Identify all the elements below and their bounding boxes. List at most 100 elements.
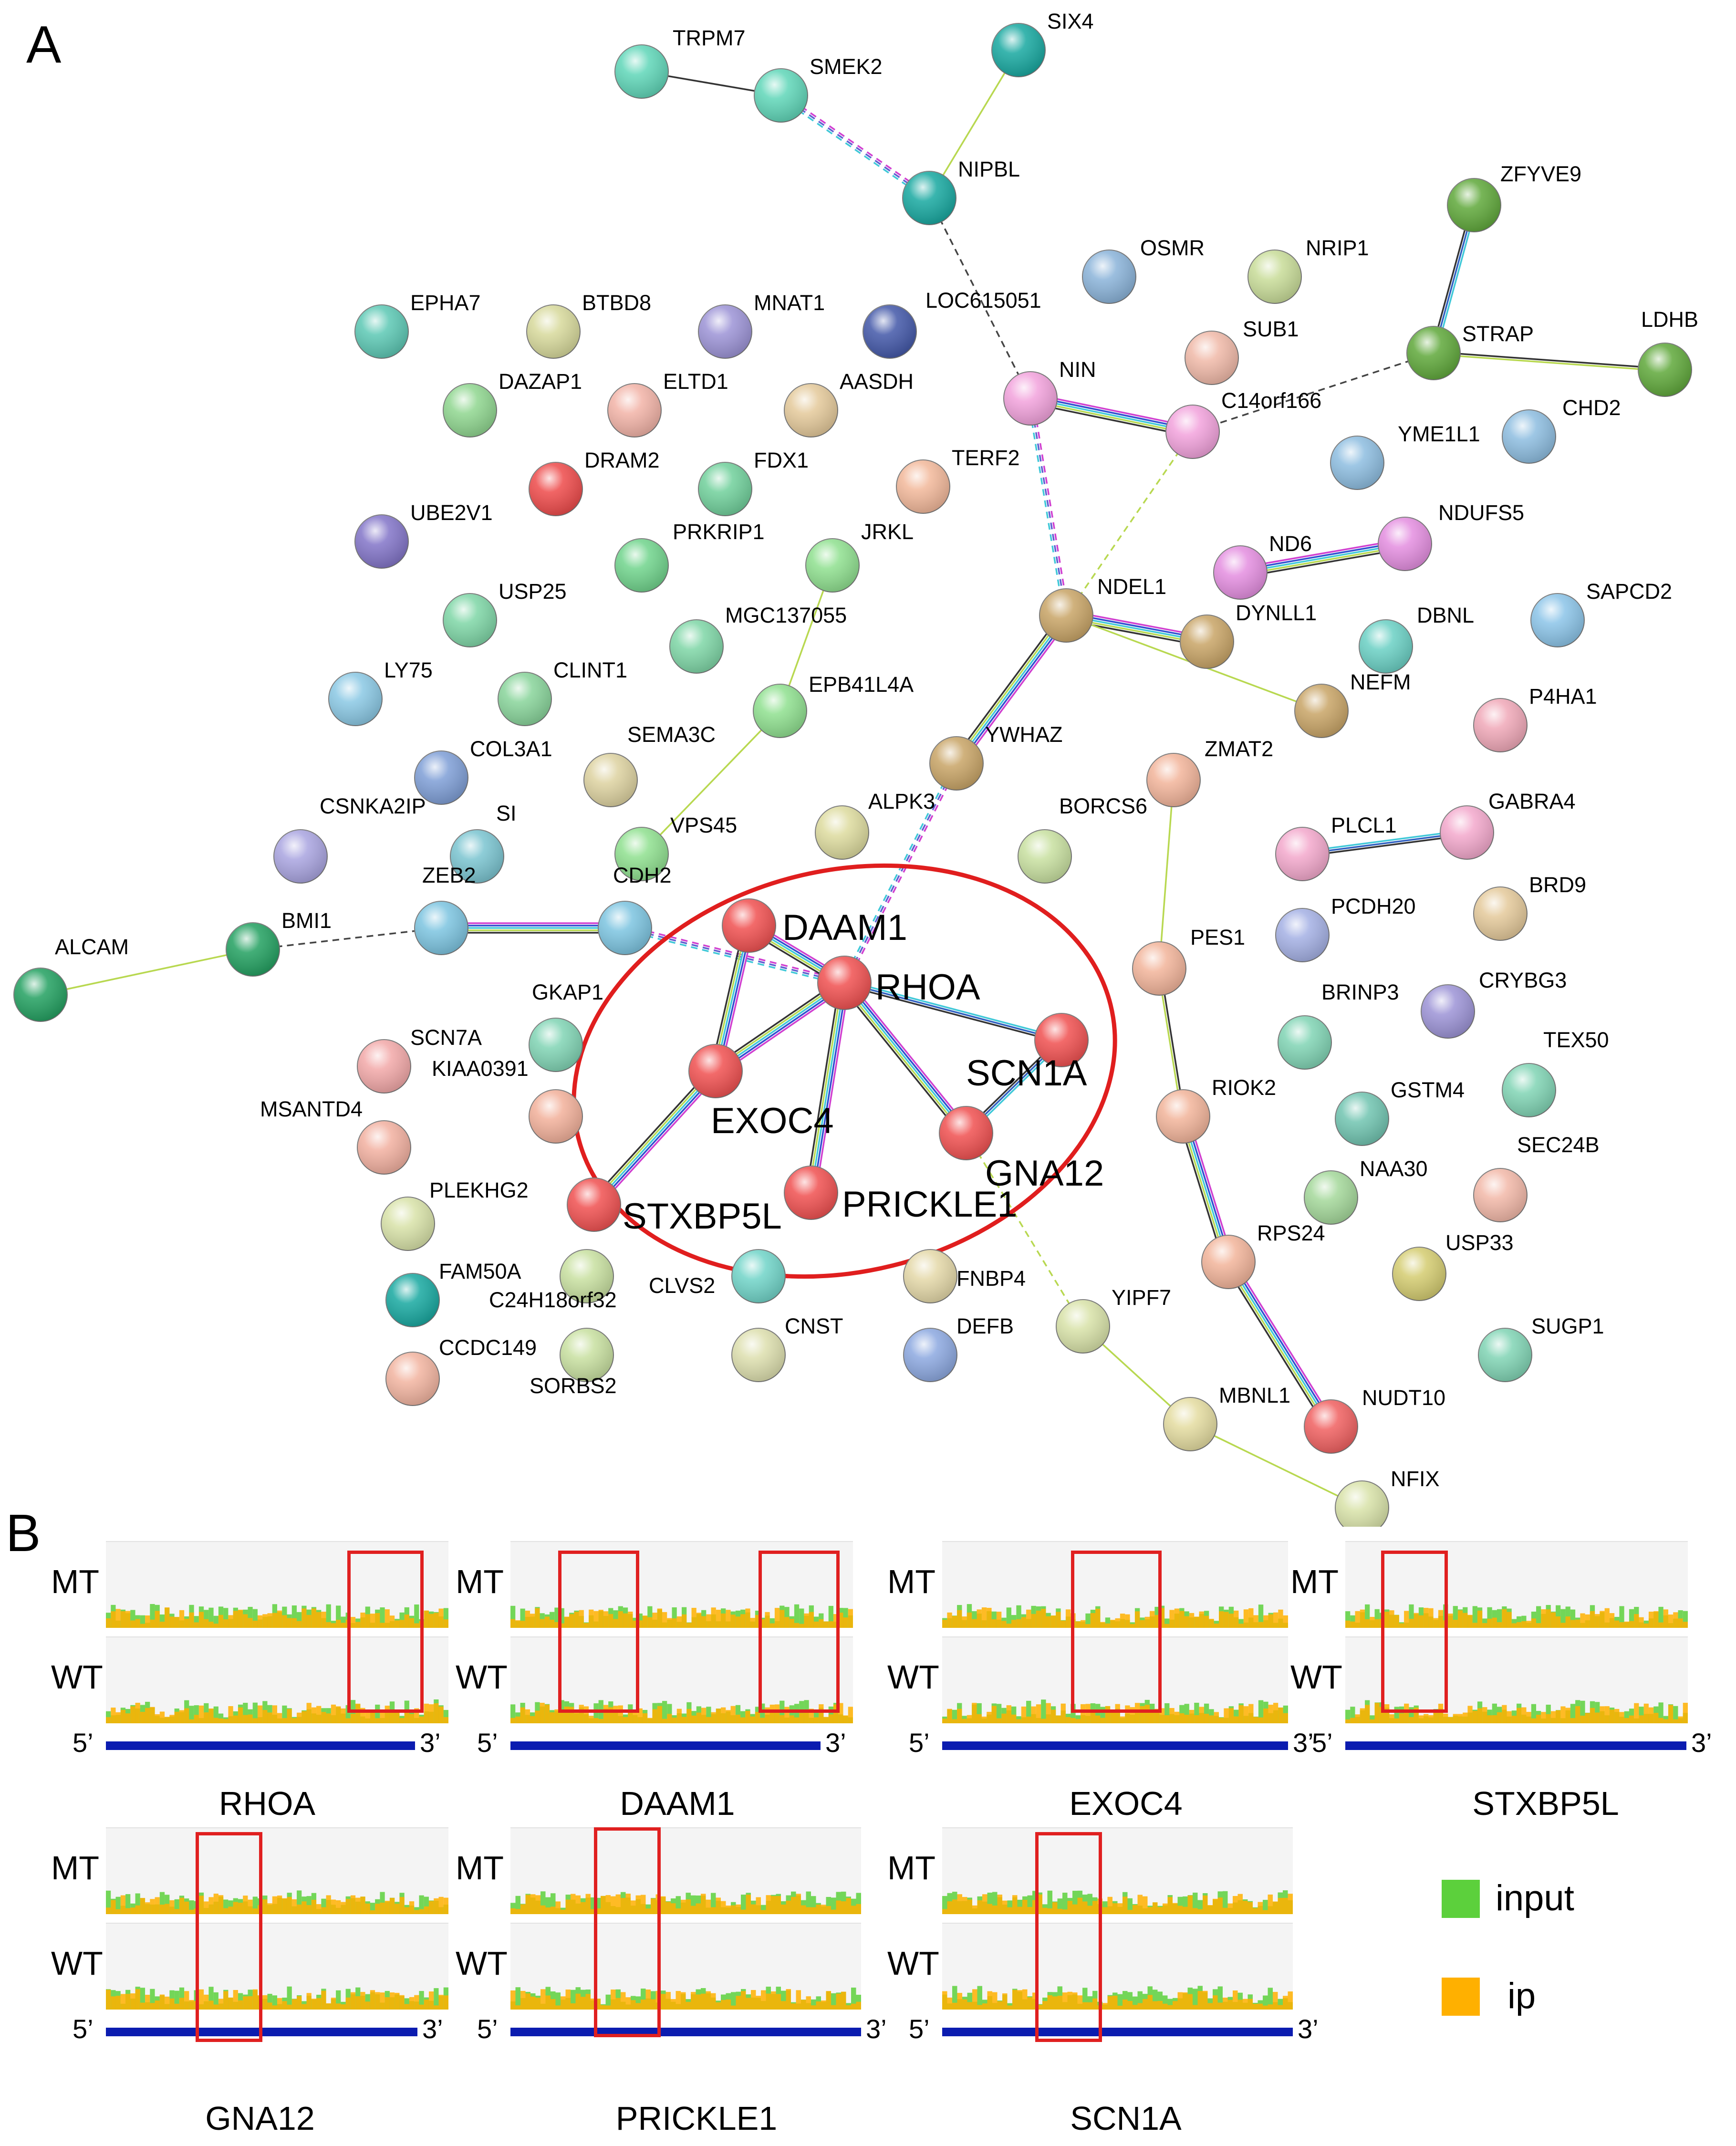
- node-alpk3: [815, 805, 869, 860]
- interaction-edge: [595, 1072, 718, 1207]
- node-gloss: [784, 384, 838, 437]
- node-label-fnbp4: FNBP4: [956, 1266, 1026, 1291]
- interaction-edge: [808, 982, 843, 1193]
- coverage-profile: [1345, 1700, 1688, 1723]
- node-label-sema3c: SEMA3C: [627, 722, 716, 747]
- node-label-brinp3: BRINP3: [1321, 980, 1399, 1004]
- node-zeb2: [414, 901, 468, 955]
- node-gloss: [1214, 546, 1267, 599]
- interaction-edge: [954, 613, 1065, 763]
- node-dbnl: [1359, 619, 1413, 674]
- coverage-profile: [942, 1986, 1293, 2010]
- node-gloss: [1378, 517, 1432, 571]
- node-c14orf166: [1165, 405, 1220, 459]
- node-plekhg2: [381, 1197, 435, 1251]
- node-gloss: [896, 460, 950, 513]
- node-label-vps45: VPS45: [670, 813, 737, 837]
- node-gloss: [415, 901, 468, 955]
- coverage-track-wt: [942, 1923, 1293, 2010]
- coverage-profile: [510, 1987, 861, 2010]
- node-gloss: [904, 1250, 957, 1303]
- interaction-edge: [847, 979, 971, 1131]
- coverage-profile: [106, 1986, 448, 2010]
- node-mgc137055: [669, 619, 724, 674]
- coverage-track-mt: [942, 1541, 1288, 1628]
- node-gkap1: [529, 1018, 583, 1072]
- coverage-profile: [510, 1604, 853, 1628]
- node-gloss: [806, 539, 859, 592]
- node-gloss: [443, 384, 497, 437]
- highlight-box: [1071, 1551, 1162, 1713]
- node-csnka2ip: [273, 829, 328, 884]
- node-label-pes1: PES1: [1190, 925, 1245, 949]
- coverage-track-mt: [510, 1827, 861, 1914]
- node-label-riok2: RIOK2: [1212, 1075, 1276, 1100]
- node-label-col3a1: COL3A1: [470, 737, 552, 761]
- coverage-track-wt: [1345, 1636, 1688, 1723]
- node-si: [450, 829, 504, 884]
- gene-structure-bar: [510, 1741, 821, 1750]
- node-gloss: [598, 901, 652, 955]
- coverage-track-mt: [510, 1541, 853, 1628]
- track-row-label: MT: [51, 1563, 100, 1600]
- interaction-edge: [592, 1069, 715, 1204]
- node-gloss: [930, 737, 983, 790]
- node-label-ly75: LY75: [384, 658, 433, 682]
- node-gloss: [1202, 1235, 1255, 1289]
- interaction-edge: [840, 985, 963, 1137]
- node-gloss: [1185, 331, 1238, 385]
- node-gloss: [1304, 1171, 1358, 1224]
- coverage-profile: [1345, 1604, 1688, 1628]
- node-epb41l4a: [753, 684, 807, 738]
- node-plcl1: [1275, 827, 1330, 881]
- coverage-profile: [106, 1604, 448, 1628]
- interaction-edge: [1240, 543, 1405, 573]
- node-gloss: [904, 1328, 957, 1382]
- coverage-track-wt: [510, 1636, 853, 1723]
- interaction-edge: [1239, 538, 1404, 569]
- node-gloss: [355, 515, 408, 568]
- legend-ip-swatch: [1442, 1978, 1480, 2016]
- coverage-track-wt: [942, 1636, 1288, 1723]
- node-gloss: [1335, 1092, 1389, 1146]
- node-chd2: [1502, 409, 1556, 464]
- node-brd9: [1473, 886, 1528, 941]
- track-row-label: WT: [51, 1945, 103, 1982]
- node-gloss: [754, 69, 808, 122]
- node-dram2: [529, 462, 583, 516]
- node-gloss: [1359, 620, 1413, 673]
- node-sorbs2: [560, 1328, 614, 1382]
- node-ccdc149: [385, 1352, 440, 1406]
- gene-name-label: STXBP5L: [1472, 1785, 1619, 1822]
- interaction-edge: [1433, 353, 1665, 372]
- node-osmr: [1082, 250, 1136, 304]
- node-gloss: [529, 462, 582, 516]
- node-ldhb: [1638, 343, 1692, 397]
- node-gloss: [1531, 594, 1584, 647]
- node-eltd1: [607, 383, 662, 438]
- node-label-zeb2: ZEB2: [422, 863, 476, 887]
- interaction-edge: [590, 1067, 713, 1202]
- node-label-trpm7: TRPM7: [673, 26, 746, 50]
- five-prime-label: 5’: [477, 1728, 498, 1758]
- node-label-smek2: SMEK2: [810, 54, 883, 79]
- node-label-aasdh: AASDH: [840, 369, 914, 394]
- node-label-epha7: EPHA7: [410, 291, 481, 315]
- track-row-label: WT: [51, 1658, 103, 1696]
- interaction-edge: [1302, 834, 1467, 857]
- node-label-chd2: CHD2: [1562, 396, 1621, 420]
- node-label-daam1: DAAM1: [782, 907, 907, 948]
- interaction-edge: [815, 983, 850, 1194]
- node-label-nipbl: NIPBL: [958, 157, 1020, 181]
- node-label-sorbs2: SORBS2: [530, 1374, 617, 1398]
- interaction-edge: [1302, 832, 1467, 855]
- node-gloss: [1393, 1247, 1446, 1301]
- node-label-sec24b: SEC24B: [1517, 1133, 1600, 1157]
- node-label-osmr: OSMR: [1140, 236, 1205, 260]
- node-label-ndufs5: NDUFS5: [1438, 500, 1524, 525]
- node-gloss: [1018, 830, 1071, 883]
- node-gloss: [732, 1250, 785, 1303]
- node-gloss: [1276, 908, 1329, 962]
- coverage-profile: [106, 1699, 448, 1723]
- node-sema3c: [583, 753, 638, 807]
